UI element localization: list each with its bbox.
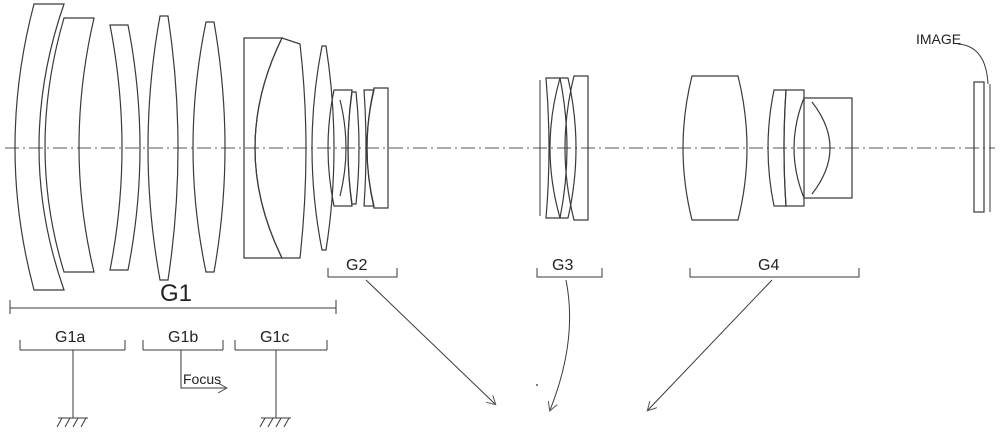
cover-glass (973, 81, 985, 213)
lens-12 (366, 87, 389, 209)
image-leader (957, 43, 989, 85)
image-label: IMAGE (916, 31, 961, 47)
lens-18 (783, 89, 805, 207)
g1-bracket (9, 300, 337, 314)
g1-label: G1 (160, 280, 192, 307)
g1c-ground (259, 350, 291, 428)
lens-group-g2 (327, 87, 389, 209)
g4-label: G4 (758, 257, 779, 274)
g1a-label: G1a (55, 329, 85, 346)
lens-4 (147, 15, 179, 281)
g2-bracket (327, 268, 398, 278)
g3-bracket (536, 268, 603, 278)
lens-group-g1a (14, 3, 95, 291)
lens-15 (564, 75, 589, 221)
lens-7 (254, 37, 307, 259)
focus-arrow (180, 350, 226, 388)
g4-bracket (689, 268, 860, 278)
g3-move-arrow (550, 279, 571, 410)
g1c-label: G1c (260, 329, 289, 346)
g1a-ground (56, 350, 88, 428)
lens-1 (14, 3, 65, 291)
lens-2 (44, 17, 95, 273)
g1b-bracket (142, 340, 224, 351)
lens-19 (793, 97, 853, 199)
lens-group-g1b (109, 15, 226, 281)
g4-move-arrow (648, 279, 773, 410)
focus-label: Focus (183, 371, 221, 387)
lens-9-inner (339, 99, 347, 197)
lens-group-g3 (539, 75, 589, 221)
lens-group-g4 (682, 75, 853, 221)
lens-10 (347, 91, 360, 205)
g1b-label: G1b (168, 329, 198, 346)
g1c-bracket (234, 340, 328, 351)
g2-move-arrow (365, 279, 495, 404)
lens-19-inner (811, 101, 831, 195)
lens-3 (109, 24, 141, 271)
lens-16 (682, 75, 748, 221)
g3-label: G3 (552, 257, 573, 274)
lens-5 (192, 21, 226, 273)
image-plane (957, 43, 991, 213)
stray-dot (536, 384, 538, 386)
g2-label: G2 (346, 257, 367, 274)
